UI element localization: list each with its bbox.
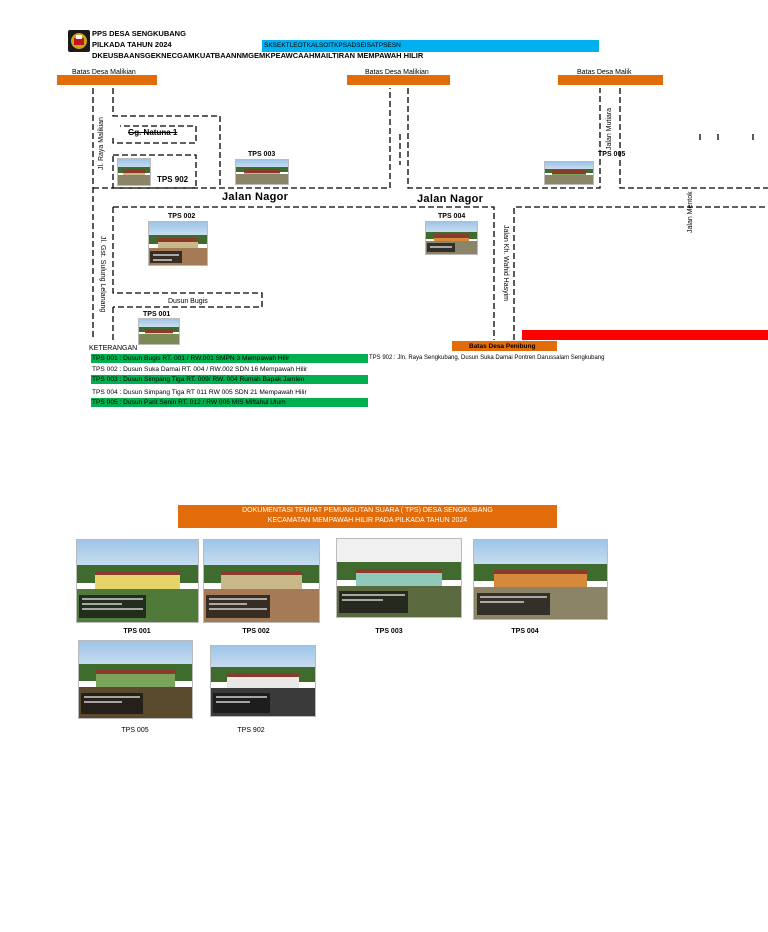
- dusun-bugis-label: Dusun Bugis: [168, 298, 208, 305]
- border-bar-left: [57, 75, 157, 85]
- jalan-nagor-label-right: Jalan Nagor: [417, 193, 484, 205]
- border-label-middle: Batas Desa Malikian: [365, 69, 429, 76]
- road-gg-natuna-loop: [112, 125, 197, 144]
- doc-photo-tps001: [76, 539, 199, 623]
- gg-natuna-label: Gg. Natuna 1: [128, 128, 178, 137]
- doc-photo-tps002: [203, 539, 320, 623]
- doc-caption-tps003: TPS 003: [375, 628, 403, 635]
- map-photo-tps005: [544, 161, 594, 185]
- map-label-tps004: TPS 004: [438, 213, 466, 220]
- road-jalan-nagor-bottom-left: [113, 206, 495, 340]
- legend-title: KETERANGAN: [89, 345, 138, 352]
- road-network: [92, 88, 768, 340]
- map-label-tps003: TPS 003: [248, 151, 276, 158]
- header-line-3: DKEUSBAANSGEKNECGAMKUATBAANNMGEMKPEAWCAA…: [92, 51, 424, 60]
- map-photo-tps003: [235, 159, 289, 185]
- legend-item-tps902: TPS 902 : Jln. Raya Sengkubang, Dusun Su…: [369, 355, 605, 361]
- road-jalan-nagor-top-right: [407, 88, 601, 189]
- road-tps902-block: [112, 154, 197, 189]
- legend-item-tps002: TPS 002 : Dusun Suka Damai RT. 004 / RW.…: [92, 366, 308, 373]
- doc-photo-tps004: [473, 539, 608, 620]
- doc-photo-tps902: [210, 645, 316, 717]
- documentation-title-bar: DOKUMENTASI TEMPAT PEMUNGUTAN SUARA ( TP…: [178, 505, 557, 528]
- doc-caption-tps005: TPS 005: [121, 727, 149, 734]
- road-gg-natuna-upper: [112, 88, 221, 187]
- header-line-2: PILKADA TAHUN 2024: [92, 40, 172, 49]
- doc-caption-tps002: TPS 002: [242, 628, 270, 635]
- kpu-logo-icon: [71, 33, 87, 49]
- doc-caption-tps902: TPS 902: [237, 727, 265, 734]
- map-label-tps002: TPS 002: [168, 213, 196, 220]
- documentation-title-line-1: DOKUMENTASI TEMPAT PEMUNGUTAN SUARA ( TP…: [242, 507, 493, 514]
- doc-photo-tps005: [78, 640, 193, 719]
- border-label-left: Batas Desa Malikian: [72, 69, 136, 76]
- jalan-mutiara-label: Jalan Mutiara: [606, 107, 613, 150]
- road-jalan-nagor-bottom-right: [513, 206, 768, 340]
- road-jalan-nagor-top-left: [93, 88, 391, 189]
- doc-caption-tps001: TPS 001: [123, 628, 151, 635]
- map-label-tps902: TPS 902: [157, 175, 189, 184]
- border-bar-middle: [347, 75, 450, 85]
- kpu-logo: [68, 30, 90, 52]
- doc-caption-tps004: TPS 004: [511, 628, 539, 635]
- legend-item-tps005: TPS 005 : Dusun Parit Senin RT. 012 / RW…: [91, 398, 368, 407]
- jl-raya-label: Jl. Raya Malikian: [98, 117, 105, 170]
- jalan-kh-label: Jalan Kh. Wahid Hasyim: [502, 225, 509, 301]
- jl-gst-label: Jl. Gst. Sulung Lelanang: [99, 236, 106, 313]
- map-photo-tps002: [148, 221, 208, 266]
- legend-item-tps004: TPS 004 : Dusun Simpang Tiga RT 011 RW 0…: [92, 389, 307, 396]
- map-photo-tps902: [117, 158, 151, 186]
- road-jalan-mentok-top: [619, 88, 768, 189]
- legend-item-tps003: TPS 003 : Dusun Simpang Tiga RT. 009/ RW…: [91, 375, 368, 384]
- header-line-1: PPS DESA SENGKUBANG: [92, 29, 186, 38]
- map-label-tps001: TPS 001: [143, 311, 171, 318]
- red-bar: [522, 330, 768, 340]
- map-photo-tps001: [138, 318, 180, 345]
- jalan-nagor-label-left: Jalan Nagor: [222, 191, 289, 203]
- header-blue-bar: SKSEKTLEOTKALSOITKPSADSEISATPSESN: [262, 40, 599, 52]
- border-label-bottom: Batas Desa Penibung: [469, 343, 536, 350]
- legend-item-tps001: TPS 001 : Dusun Bugis RT. 001 / RW.001 S…: [91, 354, 368, 363]
- doc-photo-tps003: [336, 538, 462, 618]
- jalan-mentok-label: Jalan Mentok: [687, 191, 694, 233]
- border-bar-bottom: Batas Desa Penibung: [452, 341, 557, 351]
- map-photo-tps004: [425, 221, 478, 255]
- header-blue-bar-text: SKSEKTLEOTKALSOITKPSADSEISATPSESN: [264, 42, 401, 49]
- documentation-title-line-2: KECAMATAN MEMPAWAH HILIR PADA PILKADA TA…: [267, 517, 468, 524]
- map-label-tps005: TPS 005: [598, 151, 626, 158]
- border-bar-right: [558, 75, 663, 85]
- road-dusun-bugis: [112, 207, 263, 308]
- road-stub-marks: [699, 134, 754, 140]
- border-label-right: Batas Desa Malik: [577, 69, 632, 76]
